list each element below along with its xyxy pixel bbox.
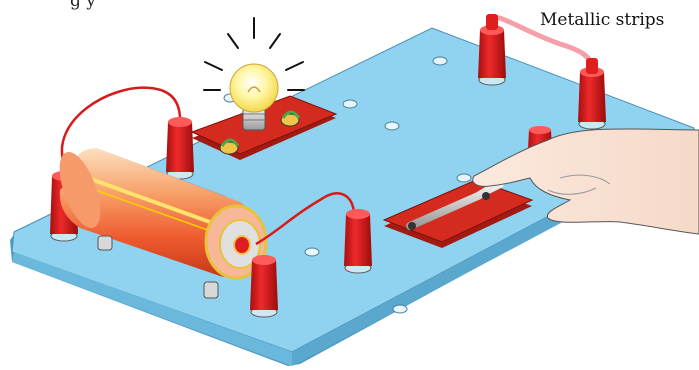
battery-to-lamp-wire (62, 88, 180, 164)
terminal-post-lamp (166, 117, 194, 179)
terminal-post-battery-front (250, 255, 278, 317)
metallic-strips-label: Metallic strips (540, 10, 664, 30)
terminal-post-back-left (478, 14, 506, 85)
terminal-post-switch (344, 209, 372, 273)
partial-heading-text: g y (70, 0, 96, 11)
terminal-post-back-right (578, 58, 606, 129)
